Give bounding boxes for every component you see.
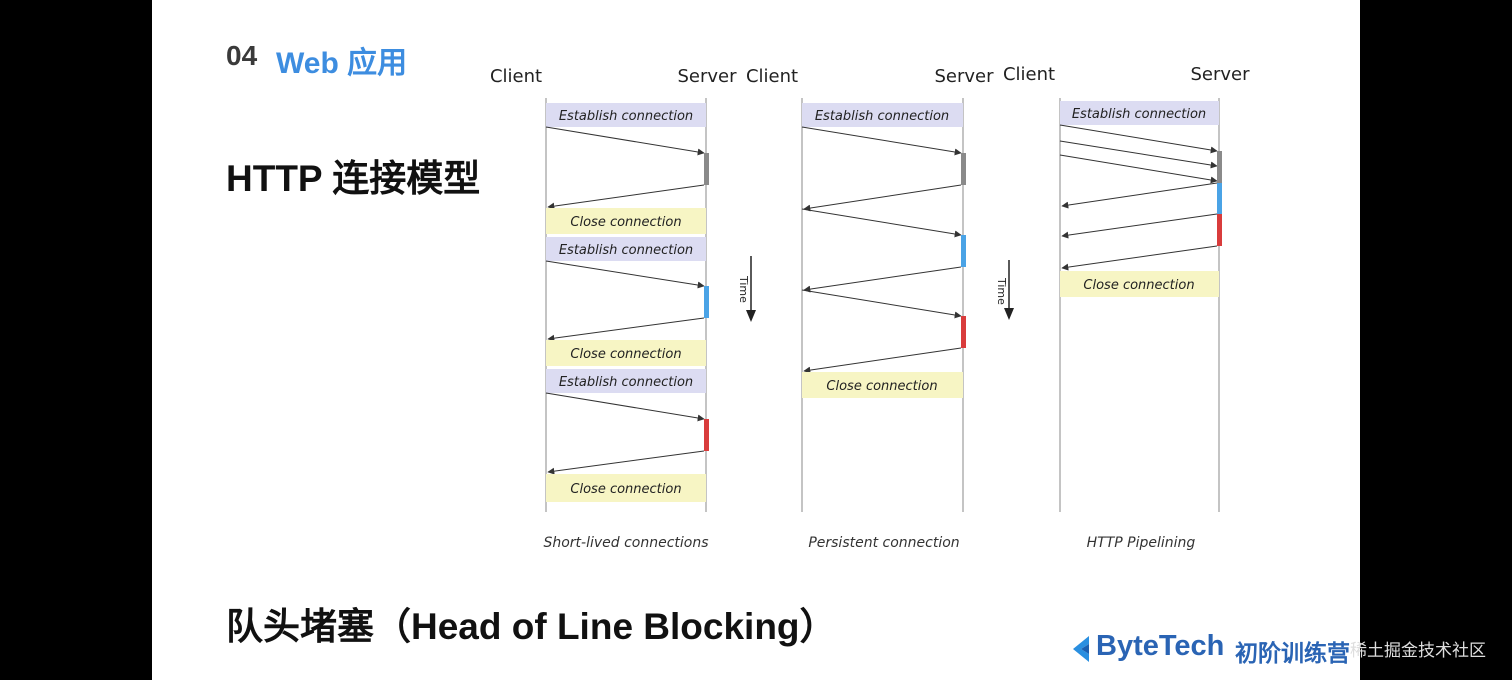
establish-box: [546, 103, 706, 127]
logo-text: ByteTech: [1096, 630, 1225, 662]
close-box-label: Close connection: [1083, 278, 1194, 293]
server-processing-bar: [961, 316, 966, 348]
close-box: [1060, 271, 1219, 297]
diagram-short-lived: Client Server Establish connection Close…: [490, 66, 756, 551]
close-box: [546, 340, 706, 366]
establish-box: [1060, 101, 1219, 125]
establish-box: [546, 237, 706, 261]
diagram-pipelining: Client Server Establish connection Close…: [1003, 64, 1250, 551]
http-connection-diagrams: Client Server Establish connection Close…: [490, 64, 1250, 551]
server-processing-bar: [961, 235, 966, 267]
establish-box: [546, 369, 706, 393]
establish-box: [802, 103, 963, 127]
time-label: Time: [737, 275, 750, 303]
response-arrow: [547, 450, 705, 475]
section-title: Web 应用: [276, 47, 408, 80]
bytetech-logo-icon: [1073, 636, 1089, 662]
request-arrow: [1059, 124, 1218, 154]
request-arrow: [545, 126, 705, 156]
response-arrow: [803, 347, 962, 374]
slide-heading: HTTP 连接模型: [226, 158, 481, 199]
response-arrow: [803, 184, 962, 212]
slide-subheading: 队头堵塞（Head of Line Blocking）: [226, 606, 837, 647]
watermark: 稀土掘金技术社区: [1350, 641, 1486, 660]
response-arrow: [803, 266, 962, 293]
logo-subtitle: 初阶训练营: [1235, 640, 1350, 666]
response-arrow: [1061, 182, 1218, 209]
client-label: Client: [490, 66, 542, 87]
close-box-label: Close connection: [570, 347, 681, 362]
diagram-caption: HTTP Pipelining: [1087, 535, 1196, 551]
server-label: Server: [1190, 64, 1250, 85]
request-arrow: [545, 260, 705, 289]
diagram-caption: Persistent connection: [808, 535, 959, 551]
server-processing-bar: [1217, 183, 1222, 214]
request-arrow: [1059, 140, 1218, 169]
establish-box-label: Establish connection: [559, 375, 693, 390]
slide: 04 Web 应用 HTTP 连接模型 队头堵塞（Head of Line Bl…: [152, 0, 1360, 680]
client-label: Client: [746, 66, 798, 87]
server-processing-bar: [704, 286, 709, 318]
close-box: [546, 474, 706, 502]
server-processing-bar: [1217, 151, 1222, 183]
request-arrow: [801, 289, 962, 319]
close-box-label: Close connection: [570, 482, 681, 497]
diagram-persistent: Client Server Establish connection Close…: [746, 66, 1014, 551]
response-arrow: [1061, 213, 1218, 239]
client-label: Client: [1003, 64, 1055, 85]
close-box-label: Close connection: [570, 215, 681, 230]
server-processing-bar: [704, 153, 709, 185]
diagram-caption: Short-lived connections: [543, 535, 708, 551]
response-arrow: [547, 317, 705, 342]
server-label: Server: [677, 66, 737, 87]
establish-box-label: Establish connection: [1072, 107, 1206, 122]
time-arrow-icon: Time: [737, 256, 756, 322]
server-processing-bar: [961, 153, 966, 185]
section-number: 04: [226, 40, 258, 71]
establish-box-label: Establish connection: [559, 243, 693, 258]
request-arrow: [801, 208, 962, 238]
time-arrow-icon: Time: [995, 260, 1014, 320]
establish-box-label: Establish connection: [815, 109, 949, 124]
server-processing-bar: [704, 419, 709, 451]
close-box: [546, 208, 706, 234]
server-processing-bar: [1217, 214, 1222, 246]
request-arrow: [801, 126, 962, 156]
response-arrow: [547, 184, 705, 210]
time-label: Time: [995, 277, 1008, 305]
request-arrow: [1059, 154, 1218, 184]
server-label: Server: [934, 66, 994, 87]
request-arrow: [545, 392, 705, 422]
response-arrow: [1061, 245, 1218, 271]
close-box-label: Close connection: [826, 379, 937, 394]
close-box: [802, 372, 963, 398]
establish-box-label: Establish connection: [559, 109, 693, 124]
